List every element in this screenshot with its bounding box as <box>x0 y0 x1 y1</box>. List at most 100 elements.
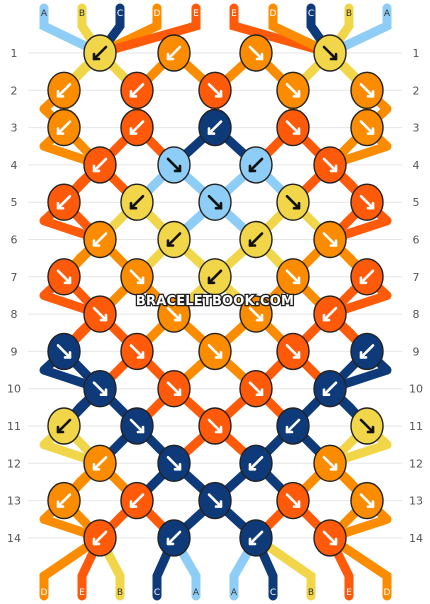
knot-arrow-icon <box>56 120 72 135</box>
row-number-left: 2 <box>11 84 18 97</box>
strand-letter-bottom: C <box>154 588 160 598</box>
strand-letter-top: B <box>79 9 85 19</box>
row-number-right: 8 <box>413 308 420 321</box>
knot <box>157 34 191 72</box>
knot <box>313 519 347 557</box>
knot <box>120 332 154 371</box>
strand-letter-top: A <box>384 9 391 19</box>
knot <box>120 481 154 520</box>
knot-arrow-icon <box>56 493 72 508</box>
knot-arrow-icon <box>248 381 264 397</box>
knot-arrow-icon <box>322 381 338 397</box>
knot-arrow-icon <box>248 530 264 546</box>
knot <box>239 295 273 333</box>
thread-end-top <box>95 3 201 58</box>
knot-arrow-icon <box>166 45 182 61</box>
knot <box>120 258 154 296</box>
row-number-left: 12 <box>7 457 21 470</box>
row-number-left: 13 <box>7 495 21 508</box>
thread-end-top <box>229 3 335 58</box>
thread-end-top <box>39 3 105 58</box>
knot <box>47 407 81 445</box>
thread-end-bottom <box>39 533 105 601</box>
knot <box>276 108 310 147</box>
knot-arrow-icon <box>166 232 182 247</box>
knot-arrow-icon <box>285 493 301 508</box>
row-number-left: 14 <box>7 532 21 545</box>
knot-arrow-icon <box>92 157 108 173</box>
knot <box>239 370 273 408</box>
row-number-left: 8 <box>11 308 18 321</box>
row-number-right: 9 <box>413 345 420 358</box>
row-number-left: 6 <box>11 234 18 247</box>
knot <box>276 183 310 221</box>
knot <box>350 407 384 445</box>
knot <box>313 146 347 184</box>
knot <box>120 108 154 147</box>
knot-arrow-icon <box>129 269 145 285</box>
strand-letter-bottom: A <box>231 588 238 598</box>
knot <box>47 481 81 520</box>
knot-arrow-icon <box>248 232 264 247</box>
knot <box>313 295 347 333</box>
row-number-left: 1 <box>11 47 18 60</box>
knot <box>157 295 191 333</box>
knot <box>47 183 81 221</box>
knot-arrow-icon <box>248 45 264 61</box>
knot <box>157 519 191 557</box>
knot <box>83 146 117 184</box>
knot-arrow-icon <box>207 493 223 508</box>
strand-letter-top: C <box>117 9 123 19</box>
knot <box>47 332 81 371</box>
strand-letter-top: D <box>154 9 161 19</box>
knot <box>276 71 310 110</box>
knot-arrow-icon <box>322 232 338 247</box>
knot-arrow-icon <box>92 455 108 471</box>
knot <box>313 444 347 482</box>
knot <box>350 481 384 520</box>
knot-arrow-icon <box>359 194 375 210</box>
knot-arrow-icon <box>56 418 72 434</box>
strand-letter-bottom: D <box>41 588 48 598</box>
knot-arrow-icon <box>129 493 145 508</box>
knot <box>198 407 232 445</box>
knot <box>120 71 154 110</box>
thread-end-bottom <box>251 533 316 601</box>
knot <box>276 332 310 371</box>
strand-letter-bottom: B <box>117 588 123 598</box>
thread-end-bottom <box>325 533 392 601</box>
knot-arrow-icon <box>359 83 375 98</box>
knot <box>157 444 191 482</box>
knot-arrow-icon <box>359 418 375 434</box>
strand-letter-top: E <box>231 9 237 19</box>
knot-arrow-icon <box>56 194 72 210</box>
row-number-right: 6 <box>413 234 420 247</box>
row-number-right: 10 <box>409 383 423 396</box>
knot-arrow-icon <box>285 194 301 210</box>
knot <box>239 519 273 557</box>
strand-letter-top: D <box>270 9 277 19</box>
knot-arrow-icon <box>166 381 182 397</box>
knot <box>120 407 154 445</box>
knot-arrow-icon <box>285 418 301 434</box>
knot-arrow-icon <box>322 306 338 322</box>
knot-arrow-icon <box>322 157 338 173</box>
row-number-left: 10 <box>7 383 21 396</box>
knot-arrow-icon <box>166 455 182 471</box>
strand-letter-bottom: D <box>384 588 391 598</box>
knot-arrow-icon <box>92 306 108 322</box>
knot-arrow-icon <box>129 194 145 210</box>
knot <box>83 220 117 259</box>
knot-arrow-icon <box>207 194 223 210</box>
row-number-left: 3 <box>11 122 18 135</box>
row-number-right: 1 <box>413 47 420 60</box>
watermark: BRACELETBOOK.COM <box>136 294 294 309</box>
row-number-right: 13 <box>409 495 423 508</box>
knot <box>239 444 273 482</box>
knot-arrow-icon <box>322 45 338 61</box>
knot-arrow-icon <box>285 120 301 135</box>
strand-letter-top: B <box>346 9 352 19</box>
strand-letter-bottom: A <box>193 588 200 598</box>
knot-arrow-icon <box>92 45 108 61</box>
